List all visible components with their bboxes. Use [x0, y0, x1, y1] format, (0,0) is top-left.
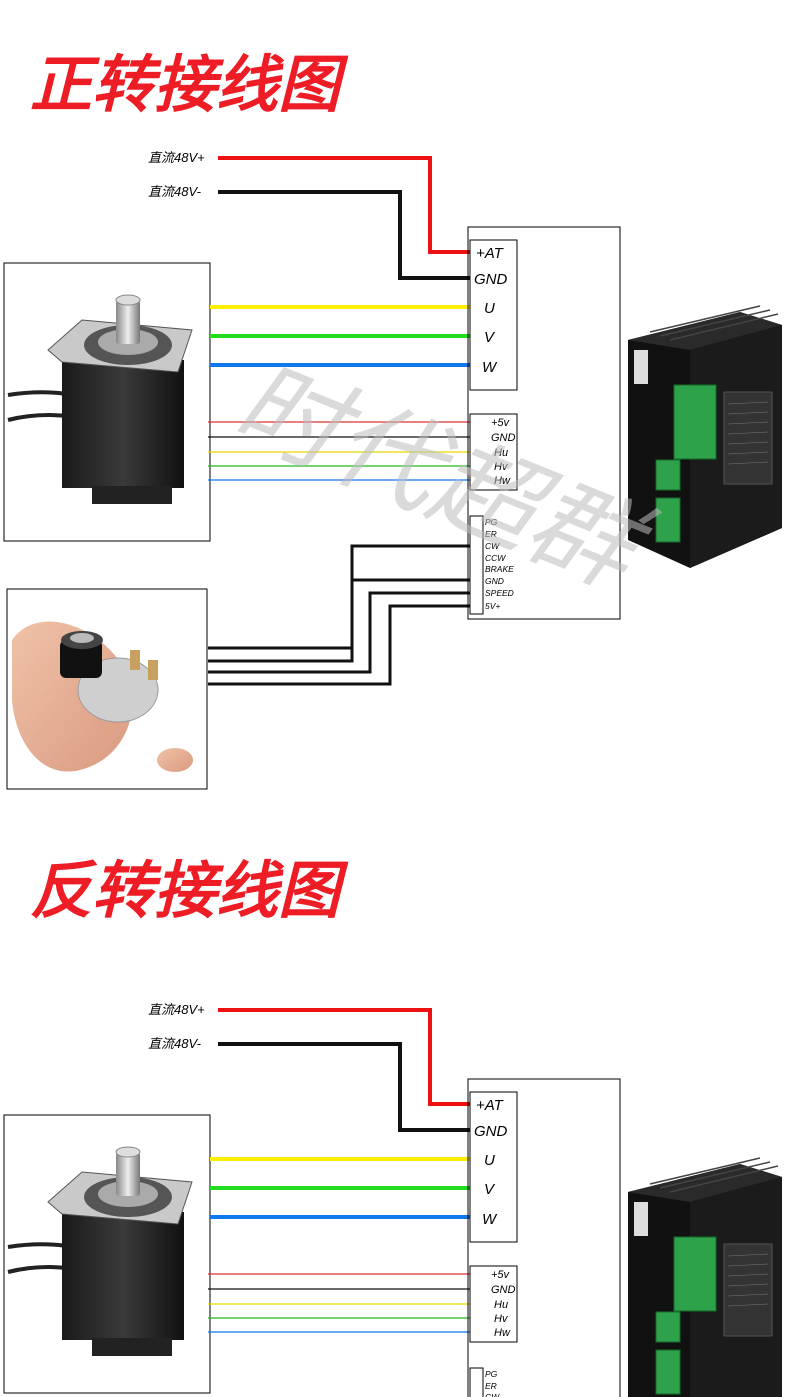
- hall-terminal: GND: [491, 1284, 516, 1296]
- driver-terminal-box: [467, 226, 621, 620]
- driver-terminal-box: [467, 1078, 621, 1397]
- pot-wire-3: [208, 591, 478, 674]
- section-title: 正转接线图: [30, 51, 349, 120]
- hall-terminal: +5v: [491, 417, 511, 429]
- power-negative-wire: [218, 1042, 472, 1132]
- forward-wiring-section: 正转接线图 直流48V+ 直流48V-: [3, 51, 782, 790]
- potentiometer-image: [6, 588, 208, 790]
- power-positive-label: 直流48V+: [148, 150, 205, 165]
- control-terminal: ER: [485, 1381, 497, 1391]
- control-terminal: CW: [485, 541, 500, 551]
- terminal-u: U: [484, 300, 495, 317]
- terminal-at: +AT: [476, 245, 505, 262]
- hall-terminal: GND: [491, 432, 516, 444]
- hall-terminal: Hu: [494, 447, 508, 459]
- section-title: 反转接线图: [30, 857, 349, 926]
- control-terminal: BRAKE: [485, 564, 514, 574]
- terminal-v: V: [484, 1181, 496, 1198]
- hall-terminal: Hu: [494, 1299, 508, 1311]
- pot-wire-2: [208, 578, 478, 663]
- control-terminal: PG: [485, 1369, 498, 1379]
- terminal-v: V: [484, 329, 496, 346]
- bldc-motor-image: [3, 1114, 211, 1394]
- control-terminal: GND: [485, 576, 504, 586]
- power-negative-label: 直流48V-: [148, 1036, 202, 1051]
- power-positive-wire: [218, 156, 472, 254]
- hall-terminal: Hv: [494, 461, 509, 473]
- control-terminal: PG: [485, 517, 498, 527]
- power-positive-label: 直流48V+: [148, 1002, 205, 1017]
- control-terminal: 5V+: [485, 601, 500, 611]
- pot-wire-1: [208, 544, 478, 650]
- hall-terminal: Hw: [494, 1327, 511, 1339]
- bldc-driver-image: [628, 305, 782, 568]
- terminal-at: +AT: [476, 1097, 505, 1114]
- control-terminal: ER: [485, 529, 497, 539]
- terminal-w: W: [482, 1211, 498, 1228]
- hall-terminal: Hv: [494, 1313, 509, 1325]
- watermark: 时代超群: [219, 340, 667, 616]
- control-terminal: CW: [485, 1392, 500, 1397]
- reverse-wiring-section: 反转接线图 直流48V+ 直流48V-: [3, 857, 782, 1397]
- power-negative-wire: [218, 190, 472, 280]
- pot-wire-4: [208, 604, 478, 686]
- control-terminal: CCW: [485, 553, 506, 563]
- hall-terminal: +5v: [491, 1269, 511, 1281]
- bldc-motor-image: [3, 262, 211, 542]
- terminal-gnd: GND: [474, 1123, 508, 1140]
- power-negative-label: 直流48V-: [148, 184, 202, 199]
- hall-terminal: Hw: [494, 475, 511, 487]
- bldc-driver-image: [628, 1157, 782, 1397]
- terminal-u: U: [484, 1152, 495, 1169]
- terminal-gnd: GND: [474, 271, 508, 288]
- terminal-w: W: [482, 359, 498, 376]
- power-positive-wire: [218, 1008, 472, 1106]
- watermark-text: 时代超群: [219, 340, 667, 616]
- control-terminal: SPEED: [485, 588, 514, 598]
